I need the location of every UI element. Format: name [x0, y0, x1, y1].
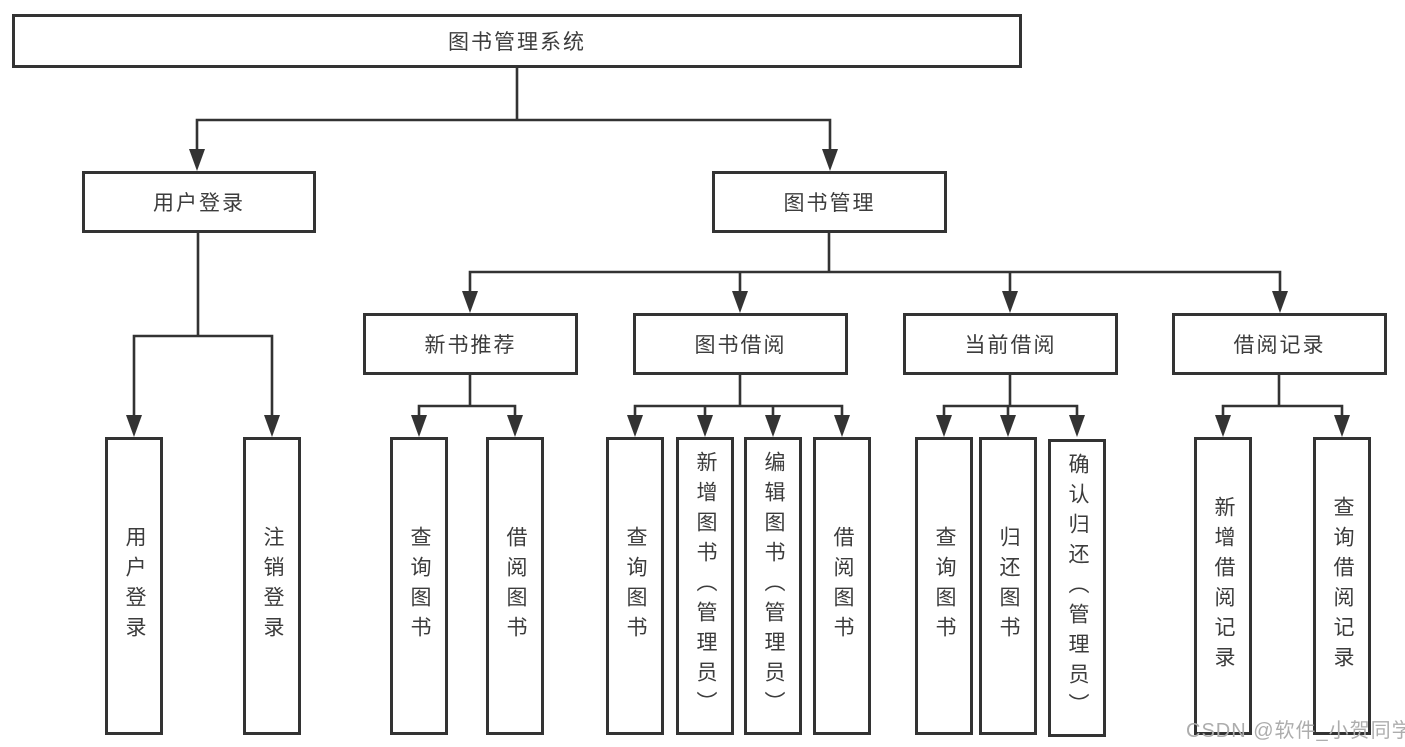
leaf-add-books-admin: 新增图书（管理员） [676, 437, 734, 735]
node-label: 当前借阅 [964, 334, 1057, 357]
node-label: 确认归还（管理员） [1066, 453, 1089, 723]
node-label: 图书管理 [783, 192, 876, 215]
node-label: 查询图书 [933, 526, 956, 646]
node-label: 编辑图书（管理员） [762, 451, 785, 721]
node-book-borrow: 图书借阅 [633, 313, 848, 375]
leaf-edit-books-admin: 编辑图书（管理员） [744, 437, 802, 735]
node-label: 借阅图书 [831, 526, 854, 646]
node-label: 注销登录 [261, 526, 284, 646]
watermark-text: CSDN @软件_小贺同学 [1186, 720, 1405, 742]
node-label: 查询图书 [624, 526, 647, 646]
leaf-confirm-return-admin: 确认归还（管理员） [1048, 439, 1106, 737]
leaf-query-books-2: 查询图书 [606, 437, 664, 735]
leaf-borrow-books-2: 借阅图书 [813, 437, 871, 735]
node-label: 用户登录 [123, 526, 146, 646]
node-label: 图书借阅 [694, 334, 787, 357]
leaf-query-borrow-record: 查询借阅记录 [1313, 437, 1371, 735]
node-library-system: 图书管理系统 [12, 14, 1022, 68]
node-current-borrow: 当前借阅 [903, 313, 1118, 375]
node-user-login: 用户登录 [82, 171, 316, 233]
node-label: 借阅记录 [1233, 334, 1326, 357]
node-new-book-recommend: 新书推荐 [363, 313, 578, 375]
node-label: 新书推荐 [424, 334, 517, 357]
node-label: 新增图书（管理员） [694, 451, 717, 721]
leaf-user-login: 用户登录 [105, 437, 163, 735]
leaf-query-books-3: 查询图书 [915, 437, 973, 735]
node-label: 归还图书 [997, 526, 1020, 646]
leaf-logout: 注销登录 [243, 437, 301, 735]
node-label: 借阅图书 [504, 526, 527, 646]
node-borrow-records: 借阅记录 [1172, 313, 1387, 375]
node-label: 查询图书 [408, 526, 431, 646]
leaf-borrow-books-1: 借阅图书 [486, 437, 544, 735]
leaf-return-books: 归还图书 [979, 437, 1037, 735]
node-label: 新增借阅记录 [1212, 496, 1235, 676]
leaf-query-books-1: 查询图书 [390, 437, 448, 735]
node-label: 图书管理系统 [448, 31, 586, 54]
node-book-management: 图书管理 [712, 171, 947, 233]
leaf-add-borrow-record: 新增借阅记录 [1194, 437, 1252, 735]
node-label: 查询借阅记录 [1331, 496, 1354, 676]
node-label: 用户登录 [153, 192, 245, 215]
